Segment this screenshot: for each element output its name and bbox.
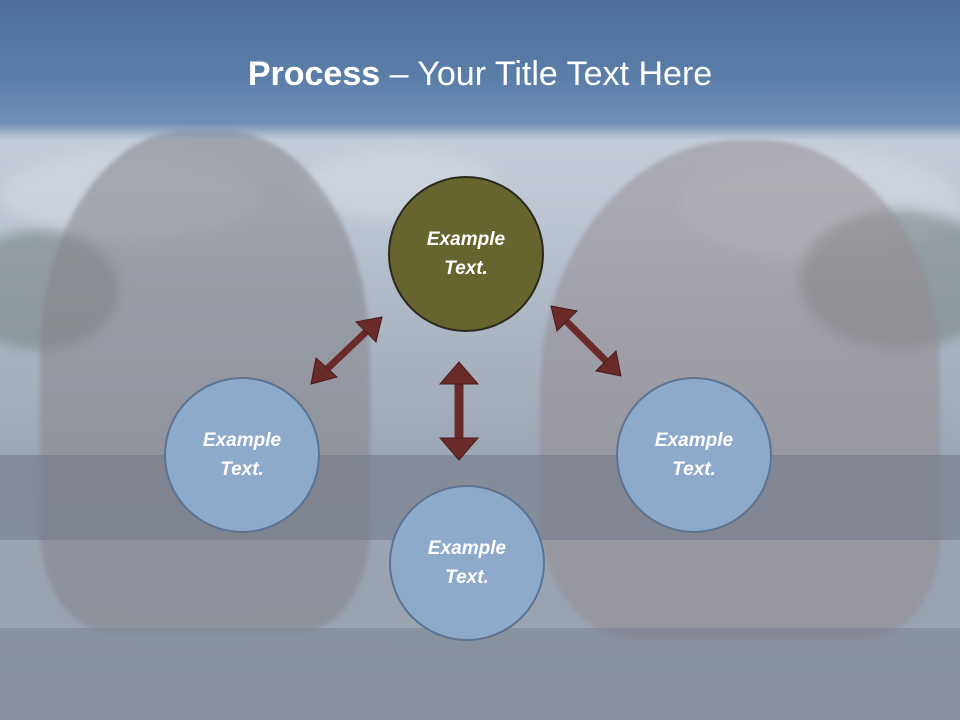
slide-title: Process – Your Title Text Here [0,52,960,96]
node-right-circle: Example Text. [616,377,772,533]
arrow-top-right [550,305,622,377]
node-bottom-label: Example Text. [427,538,507,588]
arrow-center-vertical [438,361,480,461]
title-rest: – Your Title Text Here [380,55,713,93]
node-left-circle: Example Text. [164,377,320,533]
node-bottom-circle: Example Text. [389,485,545,641]
node-left-label: Example Text. [202,430,282,480]
horse-right-silhouette [540,140,940,640]
node-right-label: Example Text. [654,430,734,480]
arrow-top-left [310,316,383,385]
node-top-circle: Example Text. [388,176,544,332]
node-top-label: Example Text. [426,229,506,279]
title-bold: Process [247,55,381,93]
fence-rail [0,628,960,720]
title-bar [0,0,960,140]
